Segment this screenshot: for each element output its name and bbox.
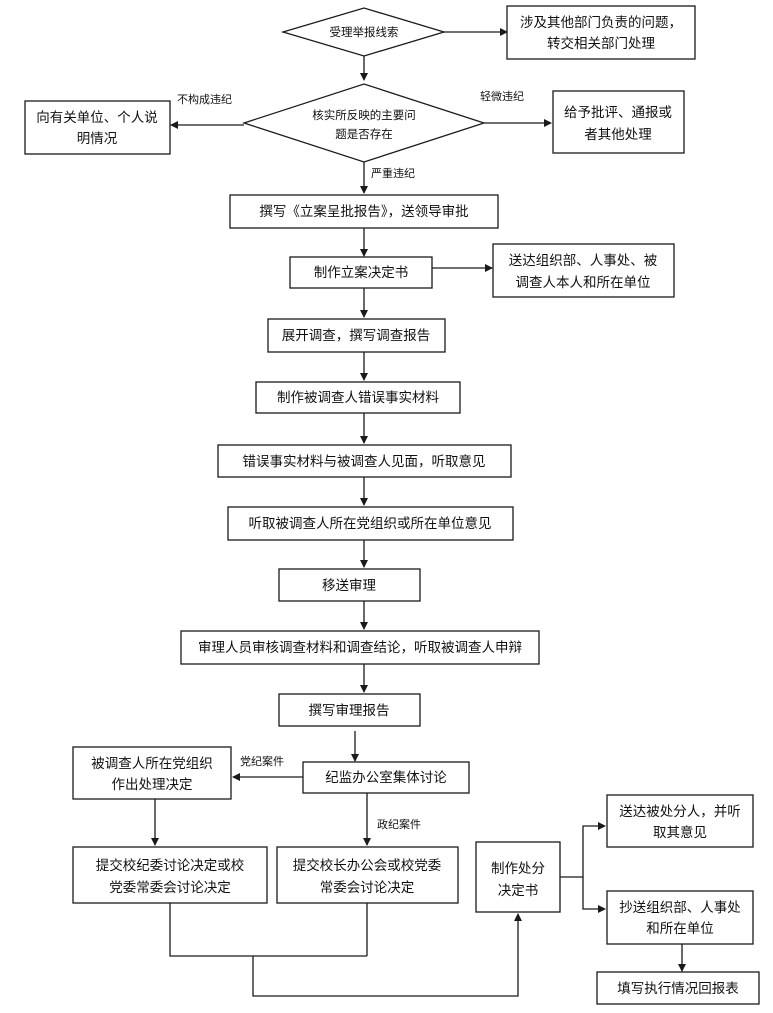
node-transfer-review: 移送审理: [278, 568, 421, 602]
node-school-discipline-line2: 党委常委会讨论决定: [109, 880, 231, 896]
node-transfer-line1: 涉及其他部门负责的问题，: [520, 15, 682, 31]
edges: [151, 28, 686, 997]
node-verify-line2: 题是否存在: [335, 127, 393, 141]
label-not-violation: 不构成违纪: [177, 92, 232, 106]
node-investigate: 展开调查，撰写调查报告: [267, 318, 446, 353]
node-transfer-line2: 转交相关部门处理: [547, 35, 655, 52]
node-report-approval-text: 撰写《立案呈批报告》，送领导审批: [259, 203, 468, 220]
node-org-opinion: 听取被调查人所在党组织或所在单位意见: [227, 506, 514, 541]
node-school-discipline-line1: 提交校纪委讨论决定或校: [96, 857, 245, 874]
node-penalty-line1: 制作处分: [491, 861, 545, 877]
node-decision: 制作立案决定书: [289, 256, 433, 289]
node-school-office: 提交校长办公会或校党委 常委会讨论决定: [276, 846, 459, 904]
node-accept-clue-text: 受理举报线索: [330, 25, 399, 39]
node-accept-clue: 受理举报线索: [280, 7, 447, 57]
node-party-org-decision-line1: 被调查人所在党组织: [91, 756, 213, 772]
node-deliver-decision-line2: 调查人本人和所在单位: [516, 275, 651, 291]
node-penalty: 制作处分 决定书: [475, 841, 561, 913]
node-review-report-text: 撰写审理报告: [309, 703, 390, 719]
node-party-org-decision: 被调查人所在党组织 作出处理决定: [72, 746, 232, 800]
node-feedback-text: 填写执行情况回报表: [617, 981, 739, 997]
edge-penalty-copy: [582, 877, 606, 913]
node-org-opinion-text: 听取被调查人所在党组织或所在单位意见: [249, 515, 492, 532]
node-review-text: 审理人员审核调查材料和调查结论，听取被调查人申辩: [198, 640, 522, 656]
node-criticize-line2: 者其他处理: [584, 127, 652, 143]
label-serious: 严重违纪: [371, 166, 415, 180]
edge-penalty-branch: [560, 822, 606, 878]
node-school-discipline: 提交校纪委讨论决定或校 党委常委会讨论决定: [72, 846, 268, 904]
node-feedback: 填写执行情况回报表: [596, 971, 760, 1005]
node-deliver-punished-line2: 取其意见: [653, 824, 707, 841]
node-party-org-decision-line2: 作出处理决定: [112, 777, 193, 793]
node-verify: 核实所反映的主要问 题是否存在: [241, 83, 487, 163]
node-error-material: 制作被调查人错误事实材料: [255, 381, 461, 414]
node-verify-line1: 核实所反映的主要问: [312, 108, 416, 122]
node-collective-text: 纪监办公室集体讨论: [325, 769, 447, 786]
edge-merge-penalty: [169, 903, 522, 997]
node-transfer: 涉及其他部门负责的问题， 转交相关部门处理: [506, 5, 696, 60]
node-investigate-text: 展开调查，撰写调查报告: [282, 328, 431, 344]
node-deliver-punished: 送达被处分人，并听 取其意见: [606, 794, 754, 848]
node-penalty-line2: 决定书: [498, 883, 539, 899]
node-meet: 错误事实材料与被调查人见面，听取意见: [217, 444, 512, 478]
node-deliver-decision-line1: 送达组织部、人事处、被: [509, 253, 658, 269]
node-meet-text: 错误事实材料与被调查人见面，听取意见: [243, 453, 486, 470]
label-minor: 轻微违纪: [480, 89, 524, 103]
node-explain-line2: 明情况: [77, 131, 118, 147]
node-criticize-line1: 给予批评、通报或: [564, 105, 672, 121]
node-deliver-decision: 送达组织部、人事处、被 调查人本人和所在单位: [492, 243, 675, 298]
node-copy-units-line1: 抄送组织部、人事处: [619, 900, 741, 916]
node-review: 审理人员审核调查材料和调查结论，听取被调查人申辩: [180, 630, 540, 665]
node-criticize: 给予批评、通报或 者其他处理: [552, 90, 685, 154]
node-error-material-text: 制作被调查人错误事实材料: [277, 390, 439, 406]
node-explain: 向有关单位、个人说 明情况: [24, 100, 171, 155]
label-party-case: 党纪案件: [240, 754, 284, 768]
node-collective: 纪监办公室集体讨论: [302, 761, 470, 794]
node-report-approval: 撰写《立案呈批报告》，送领导审批: [229, 194, 499, 229]
node-school-office-line2: 常委会讨论决定: [320, 880, 415, 896]
node-school-office-line1: 提交校长办公会或校党委: [293, 857, 442, 874]
label-admin-case: 政纪案件: [377, 817, 421, 831]
node-explain-line1: 向有关单位、个人说: [36, 110, 158, 126]
edge-labels: 不构成违纪 轻微违纪 严重违纪 党纪案件 政纪案件: [177, 89, 524, 831]
node-decision-text: 制作立案决定书: [314, 264, 409, 281]
node-deliver-punished-line1: 送达被处分人，并听: [619, 804, 741, 820]
node-transfer-review-text: 移送审理: [322, 578, 376, 594]
node-review-report: 撰写审理报告: [278, 693, 421, 727]
node-copy-units: 抄送组织部、人事处 和所在单位: [606, 890, 754, 945]
node-copy-units-line2: 和所在单位: [646, 921, 714, 937]
